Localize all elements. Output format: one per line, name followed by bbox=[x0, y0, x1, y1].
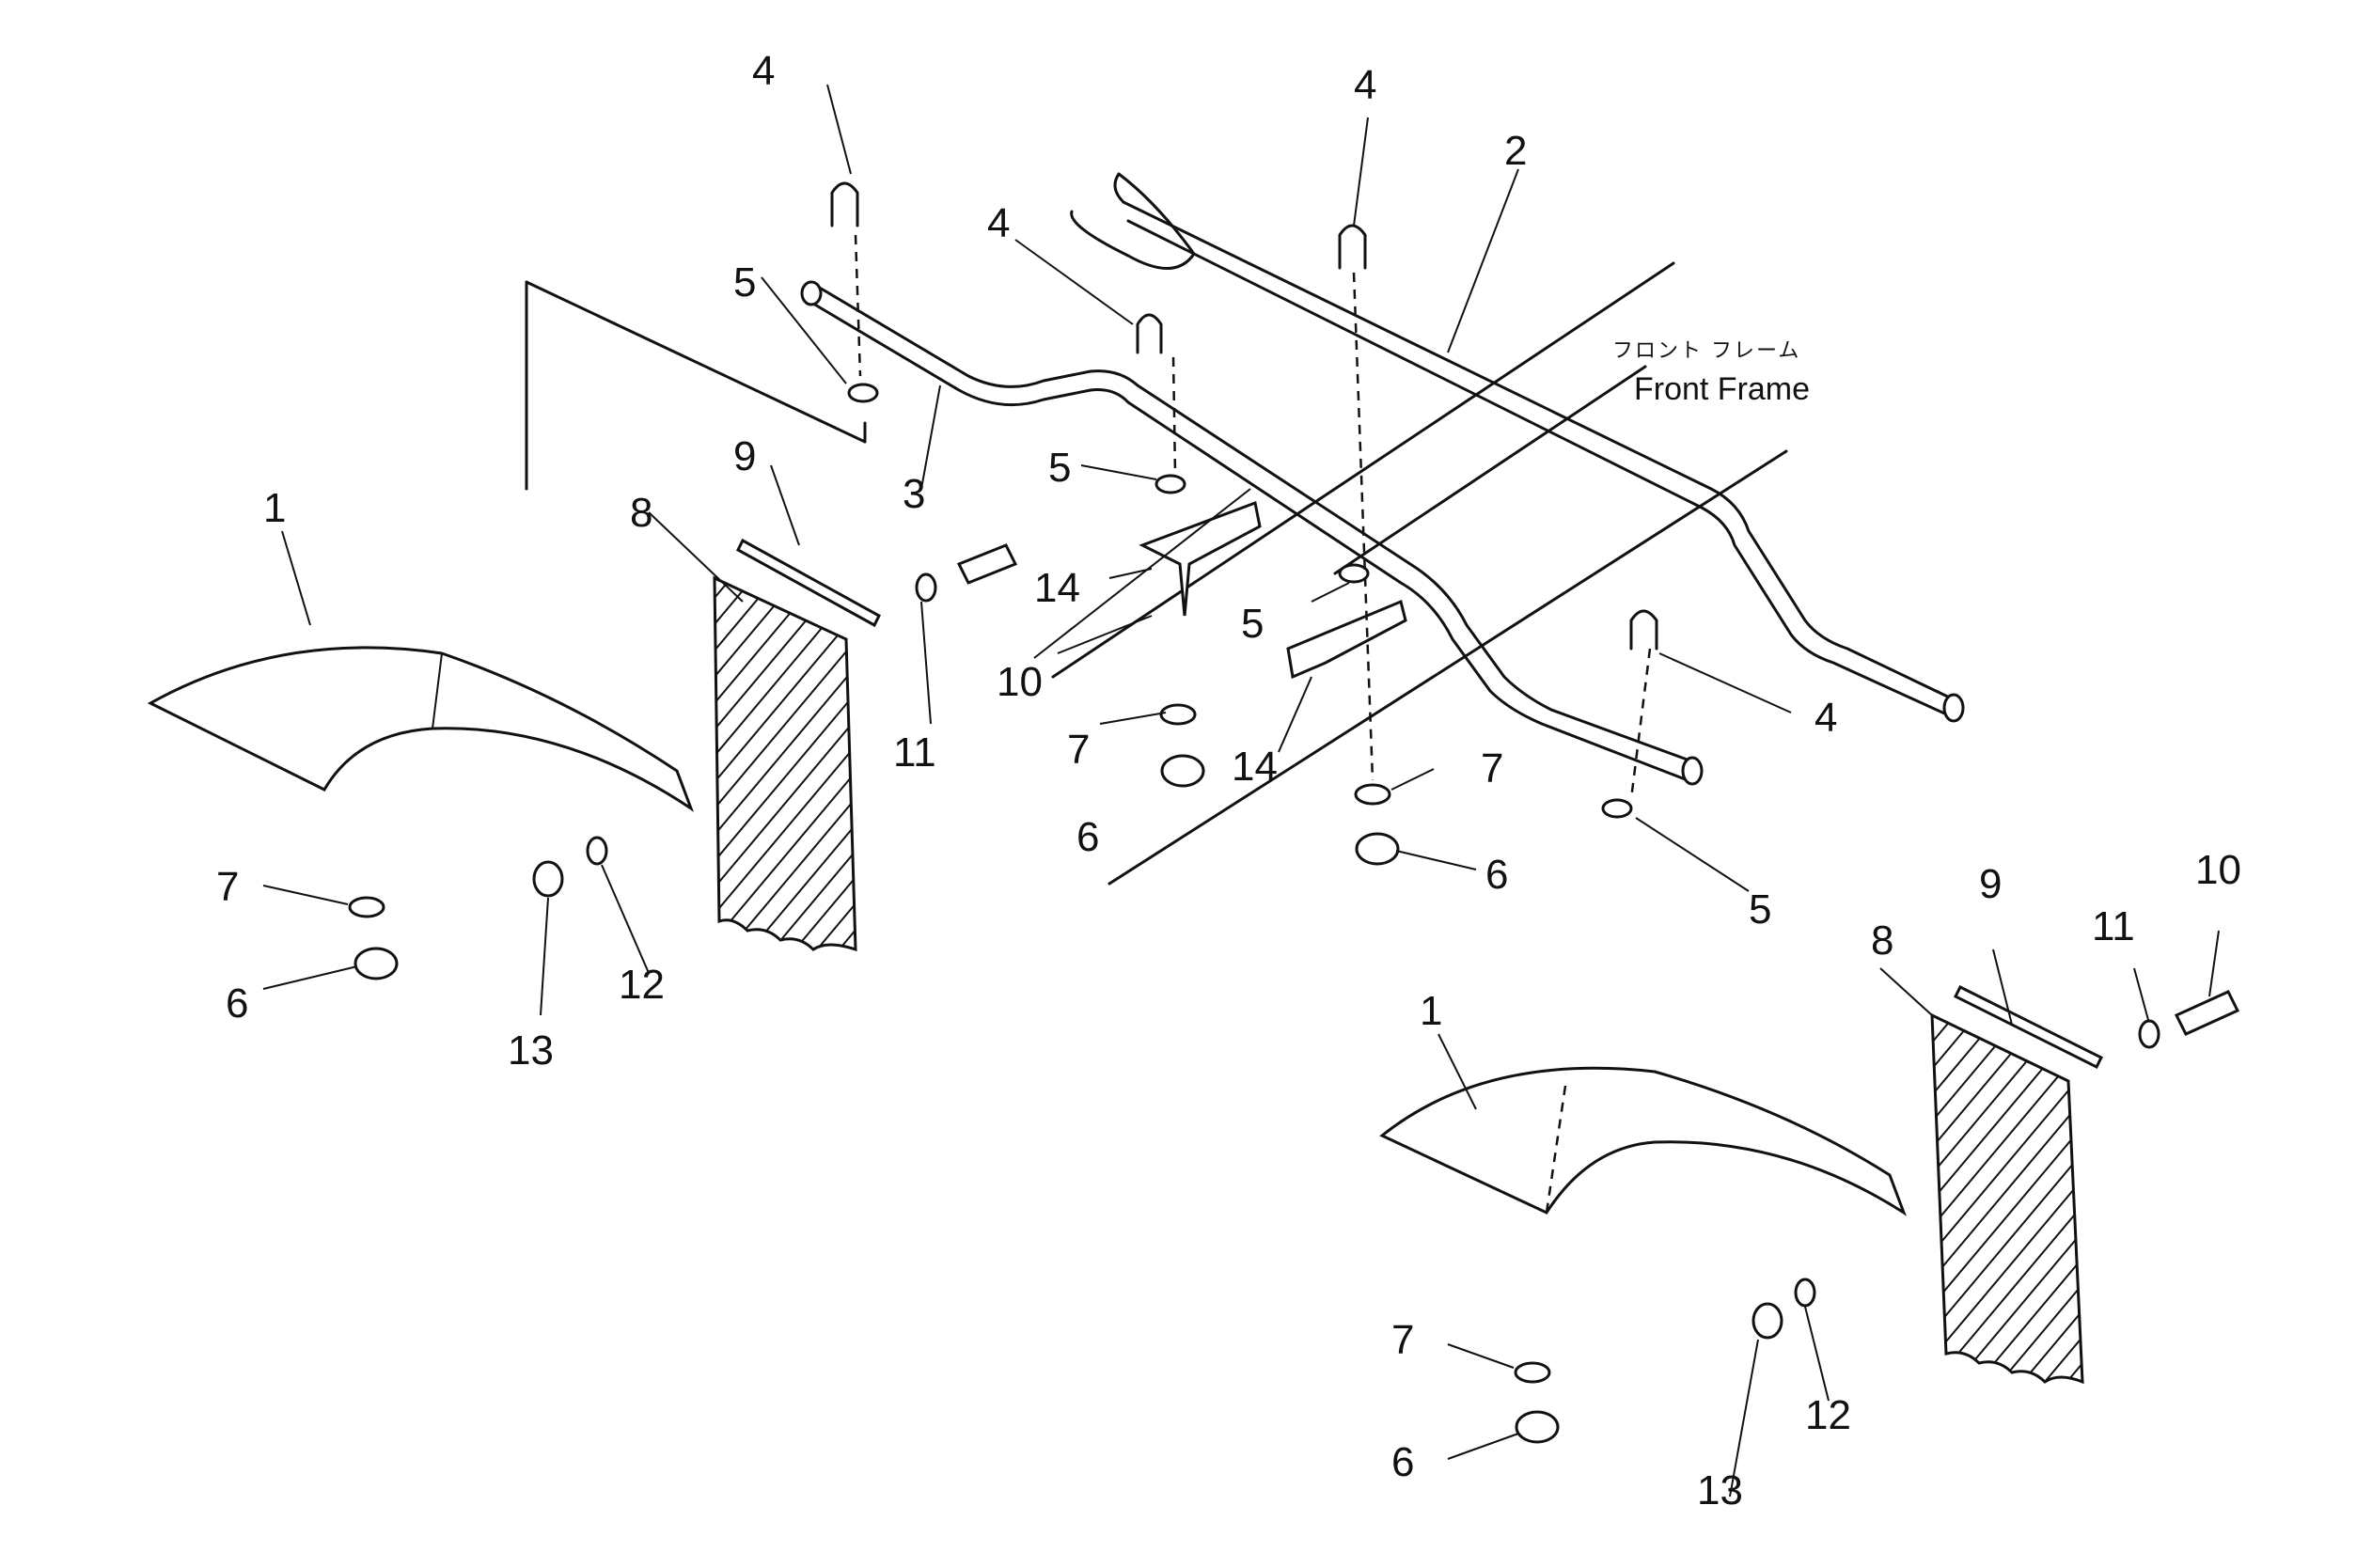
callout-11-a: 11 bbox=[893, 729, 936, 776]
callout-4-a: 4 bbox=[752, 48, 775, 94]
mud-flaps bbox=[713, 575, 2084, 1385]
callout-13-b: 13 bbox=[1697, 1467, 1743, 1513]
callout-14-b: 14 bbox=[1232, 744, 1278, 790]
callout-1-left: 1 bbox=[263, 485, 286, 531]
u-bolt-3 bbox=[1338, 224, 1367, 270]
callout-8-left: 8 bbox=[630, 490, 652, 536]
clamp-group bbox=[847, 383, 1633, 819]
callouts: 1 1 2 3 4 4 4 4 5 5 5 5 6 6 6 6 7 7 7 7 … bbox=[216, 48, 2241, 1513]
callout-6-c: 6 bbox=[1485, 852, 1508, 898]
callout-5-b: 5 bbox=[1048, 445, 1071, 491]
callout-14-a: 14 bbox=[1034, 565, 1080, 611]
callout-13-a: 13 bbox=[508, 1027, 554, 1074]
callout-1-right: 1 bbox=[1420, 988, 1442, 1034]
callout-6-a: 6 bbox=[226, 980, 248, 1027]
frame-label: フロント フレーム Front Frame bbox=[1612, 339, 1810, 407]
callout-4-b: 4 bbox=[1354, 62, 1376, 108]
fender-right bbox=[1379, 1066, 1907, 1216]
callout-4-c: 4 bbox=[987, 200, 1010, 246]
callout-7-c: 7 bbox=[1481, 745, 1503, 792]
callout-10-a: 10 bbox=[997, 659, 1043, 705]
callout-7-b: 7 bbox=[1067, 727, 1090, 773]
callout-6-d: 6 bbox=[1391, 1439, 1414, 1485]
callout-9-left: 9 bbox=[733, 433, 756, 479]
leader-lines bbox=[262, 84, 2220, 1497]
tube-2 bbox=[1070, 172, 1965, 723]
callout-5-d: 5 bbox=[1749, 886, 1771, 933]
front-frame-outline bbox=[525, 261, 1788, 886]
frame-label-jp: フロント フレーム bbox=[1612, 339, 1800, 363]
callout-4-d: 4 bbox=[1814, 695, 1837, 741]
u-bolt-1 bbox=[830, 181, 859, 227]
callout-12-a: 12 bbox=[619, 962, 665, 1008]
callout-12-b: 12 bbox=[1805, 1392, 1851, 1438]
callout-10-b: 10 bbox=[2195, 847, 2241, 893]
callout-5-a: 5 bbox=[733, 259, 756, 306]
tube-3 bbox=[800, 280, 1704, 786]
plates-9 bbox=[736, 538, 2104, 1070]
callout-11-b: 11 bbox=[2092, 903, 2135, 949]
callout-7-a: 7 bbox=[216, 864, 239, 910]
bracket-group bbox=[1139, 500, 1407, 680]
u-bolt-group bbox=[830, 181, 1658, 651]
callout-7-d: 7 bbox=[1391, 1317, 1414, 1363]
assembly-lines bbox=[854, 234, 1652, 800]
callout-2: 2 bbox=[1504, 128, 1527, 174]
u-bolt-2 bbox=[1136, 313, 1163, 354]
callout-3: 3 bbox=[903, 471, 925, 517]
callout-8-right: 8 bbox=[1871, 917, 1893, 964]
hardware-group bbox=[348, 543, 2240, 1444]
callout-6-b: 6 bbox=[1076, 814, 1099, 860]
callout-9-right: 9 bbox=[1979, 861, 2002, 907]
callout-5-c: 5 bbox=[1241, 601, 1264, 647]
u-bolt-4 bbox=[1629, 609, 1658, 651]
frame-label-en: Front Frame bbox=[1634, 371, 1810, 407]
fender-left bbox=[147, 646, 695, 812]
